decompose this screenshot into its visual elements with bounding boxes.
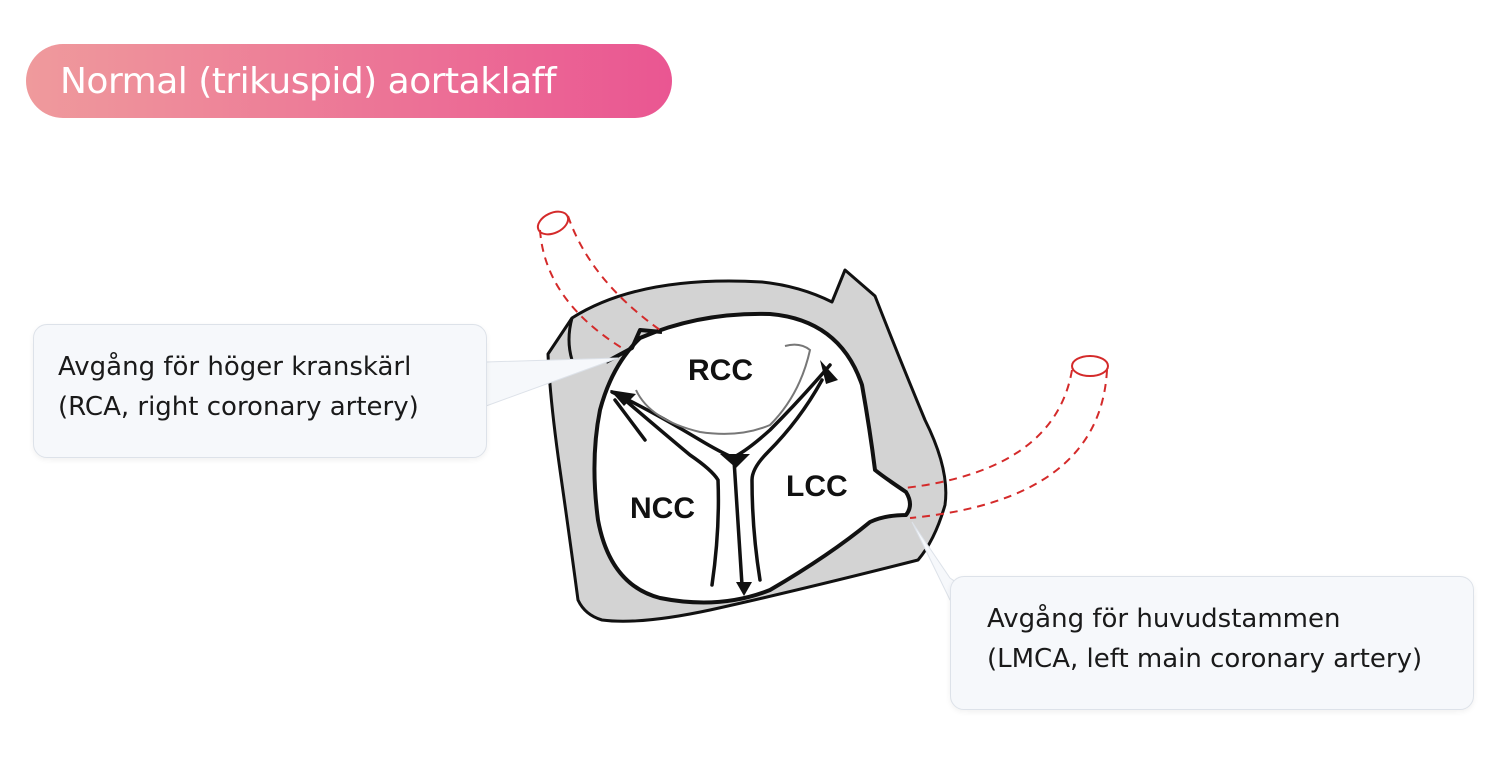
title-banner: Normal (trikuspid) aortaklaff [26,44,672,118]
lmca-callout: Avgång för huvudstammen (LMCA, left main… [950,576,1474,710]
rca-artery [536,210,661,349]
wall-line-left [567,317,574,361]
lcc-label: LCC [786,470,848,503]
ncc-label: NCC [630,492,695,525]
rcc-leaflet-outline [635,343,812,435]
commissure-right [820,360,838,384]
rca-callout-line2: (RCA, right coronary artery) [58,392,419,422]
rcc-label: RCC [688,354,753,387]
commissure-center [720,454,750,468]
commissure-bottom [736,582,752,596]
rca-callout-line1: Avgång för höger kranskärl [58,352,412,382]
rca-ostium [605,328,663,364]
commissure-left [610,390,636,406]
lmca-artery [904,355,1109,519]
leaflet-commissures [610,363,832,587]
lmca-callout-line1: Avgång för huvudstammen [987,604,1341,634]
rca-callout: Avgång för höger kranskärl (RCA, right c… [33,324,487,458]
page-title: Normal (trikuspid) aortaklaff [60,60,557,102]
aortic-lumen [592,311,912,605]
lmca-callout-line2: (LMCA, left main coronary artery) [987,644,1423,674]
